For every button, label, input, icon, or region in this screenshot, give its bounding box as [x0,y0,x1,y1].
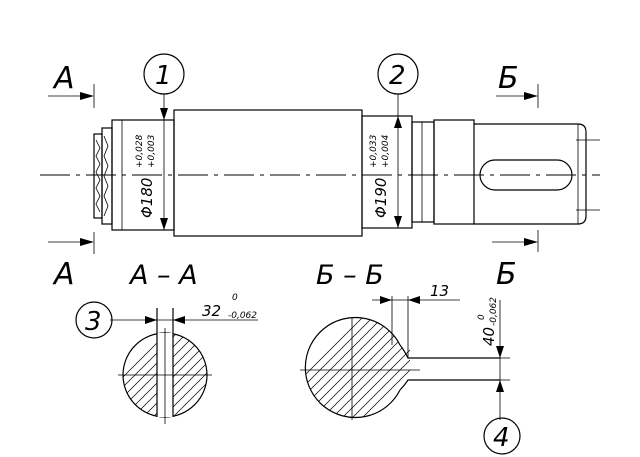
callout-1-label: 1 [155,61,172,91]
dim-d1-upper: +0,028 [135,134,145,168]
shaft-left-collar [101,127,113,225]
callout-3-label: 3 [85,307,102,337]
dim-key-width-upper: 0 [232,293,238,303]
shaft-main-view: Φ180 +0,028 +0,003 Φ190 +0,033 +0,004 1 … [40,53,600,292]
callout-4 [483,417,521,455]
dim-key-width: 32 [202,302,221,320]
callout-2 [377,53,419,95]
dim-d2: Φ190 [372,178,390,218]
shoulder [411,121,435,223]
shaft-output-end [433,119,475,225]
callout-4-label: 4 [493,423,510,453]
section-b-top: Б [498,61,519,96]
dim-offset: 13 [430,282,449,300]
knurl-pattern [95,135,109,217]
dim-d2-upper: +0,033 [369,134,379,168]
section-b-bottom: Б [496,257,517,292]
keyway [479,159,573,191]
dim-key-depth: 40 [480,327,498,346]
section-a-top: А [52,61,75,96]
shaft-tail [474,123,587,225]
callout-3 [75,301,113,339]
dim-d1-lower: +0,003 [147,134,157,168]
dim-d1: Φ180 [138,178,156,218]
section-bb-title: Б – Б [316,260,384,291]
shaft-body [173,109,363,237]
section-a-bottom: А [52,257,75,292]
callout-2-label: 2 [389,61,406,91]
dim-key-depth-lower: -0,062 [489,297,499,326]
dim-d2-lower: +0,004 [381,134,391,168]
section-aa-view: А – А 32 0 -0,062 3 [75,260,258,424]
callout-1 [143,53,185,95]
section-aa-title: А – А [128,260,198,291]
section-bb-view: Б – Б 13 40 0 -0 [300,260,521,455]
dim-key-depth-upper: 0 [477,314,487,320]
dim-key-width-lower: -0,062 [228,311,257,321]
keyway-slot [399,344,500,391]
section-bb-outline [304,316,401,419]
